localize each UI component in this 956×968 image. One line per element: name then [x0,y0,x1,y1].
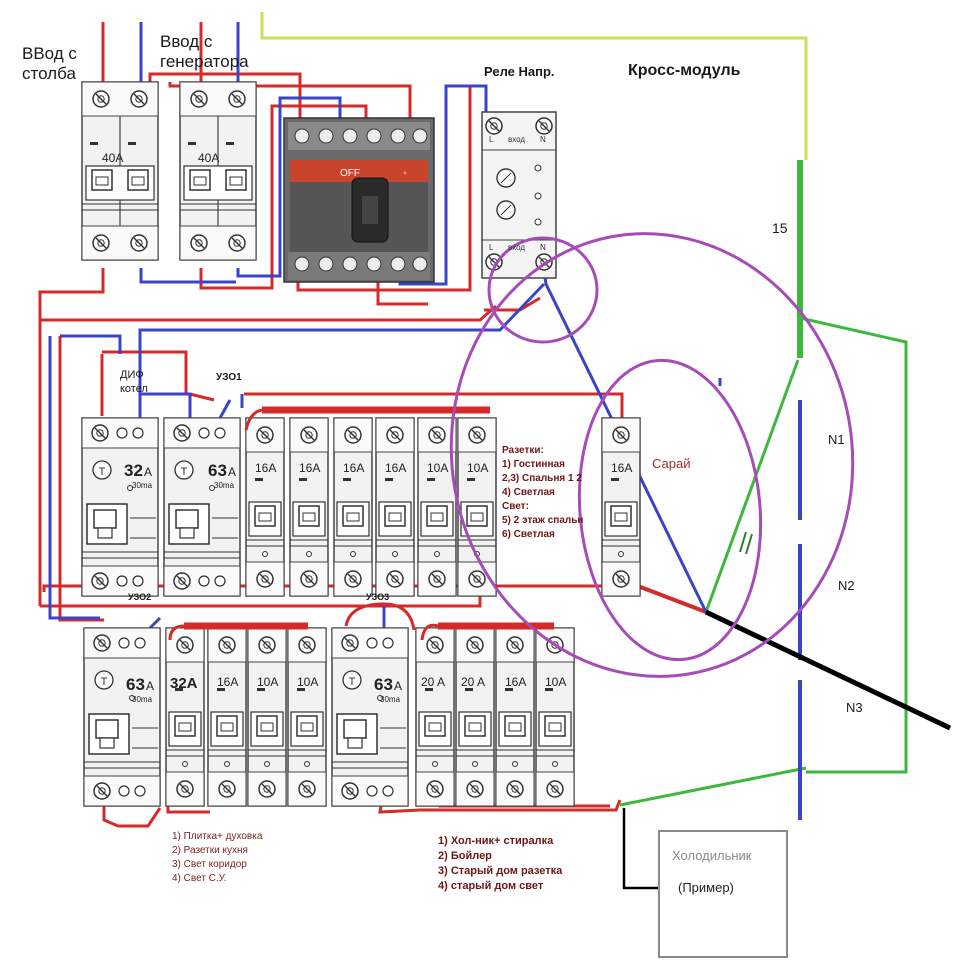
relay-bot-l: L [489,243,494,252]
rating-input-gen: 40A [198,151,219,165]
changeover-switch: OFF ◦ [283,117,435,283]
rcd-uzo2-unit: A [146,679,154,693]
mcb-row1-4 [376,418,414,596]
relay-top-n: N [540,135,546,144]
black-fridge-wire [622,808,658,890]
mcb-row2a-1-rating: 32A [170,675,198,692]
shed-label: Сарай [652,456,691,471]
mcb-row1-5-rating: 10A [427,461,448,475]
rcd-boiler-rating: 32 [124,461,143,480]
mcb-row2b-3-rating: 16A [505,675,526,689]
green-wires [619,160,908,807]
uzo3-label: УЗО3 [366,592,390,602]
rcd-uzo3-ma: 30ma [380,695,401,704]
input-breaker-pole [82,82,158,260]
mcb-row2b-1-rating: 20 A [421,675,445,689]
rating-input-pole: 40A [102,151,123,165]
input-pole-label: ВВод с столба [22,44,77,83]
rcd-uzo3 [332,628,408,806]
mcb-row1-1-rating: 16A [255,461,276,475]
mcb-row1-1 [246,418,284,596]
fridge-note: (Пример) [678,880,734,895]
uzo2-label: УЗО2 [128,592,152,602]
rcd-uzo2-ma: 30ma [132,695,153,704]
row2-notes-right: 1) Хол-ник+ стиралка 2) Бойлер 3) Старый… [438,835,563,892]
black-wire [704,609,952,731]
input-breaker-generator [180,82,256,260]
mcb-row2a-1 [166,628,204,806]
wire-number-15: 15 [772,220,788,236]
mcb-row1-2-rating: 16A [299,461,320,475]
mcb-row1-6 [458,418,496,596]
voltage-relay [481,111,557,279]
rcd-uzo3-rating: 63 [374,675,393,694]
relay-bot-mid: вход [508,243,525,252]
rcd-uzo2-rating: 63 [126,675,145,694]
n1-label: N1 [828,432,845,447]
mcb-row1-2 [290,418,328,596]
uzo1-label: УЗО1 [216,372,242,383]
n3-label: N3 [846,700,863,715]
rcd-uzo1-ma: 30ma [214,481,235,490]
mcb-row2a-3 [248,628,286,806]
fridge-box: Холодильник (Пример) [658,830,788,958]
n2-label: N2 [838,578,855,593]
relay-top-mid: вход [508,135,525,144]
annotation-circles [449,232,855,678]
row1-notes: Разетки: 1) Гостинная 2,3) Спальня 1 2 4… [502,445,584,540]
rcd-boiler-ma: 30ma [132,481,153,490]
wire-marker [739,531,753,555]
mcb-row2b-3 [496,628,534,806]
fridge-title: Холодильник [672,848,752,863]
row2-notes-left: 1) Плитка+ духовка 2) Разетки кухня 3) С… [172,831,263,884]
rcd-uzo3-unit: A [394,679,402,693]
mcb-row2a-4 [288,628,326,806]
rcd-uzo1-rating: 63 [208,461,227,480]
mcb-row1-3-rating: 16A [343,461,364,475]
dif-boiler-label: ДИФ котел [120,369,148,395]
mcb-row2b-2-rating: 20 A [461,675,485,689]
mcb-row2b-2 [456,628,494,806]
switch-off-label: OFF [340,168,360,179]
mcb-row1-4-rating: 16A [385,461,406,475]
mcb-row2a-2-rating: 16A [217,675,238,689]
mcb-row2b-4-rating: 10A [545,675,566,689]
svg-text:◦: ◦ [403,168,407,179]
input-generator-label: Ввод с генератора [160,32,249,71]
mcb-row2b-4 [536,628,574,806]
mcb-row2a-3-rating: 10A [257,675,278,689]
mcb-shed [602,418,640,596]
cross-module-label: Кросс-модуль [628,62,741,79]
mcb-row2a-4-rating: 10A [297,675,318,689]
mcb-row1-3 [334,418,372,596]
rcd-uzo2 [84,628,160,806]
mcb-row2a-2 [208,628,246,806]
lime-wire [260,12,808,160]
mcb-row1-6-rating: 10A [467,461,488,475]
relay-label: Реле Напр. [484,64,555,79]
rcd-boiler-unit: A [144,465,152,479]
mcb-row2b-1 [416,628,454,806]
blue-wires [48,22,802,820]
relay-bot-n: N [540,243,546,252]
rcd-uzo1 [164,418,240,596]
relay-top-l: L [489,135,494,144]
rcd-boiler [82,418,158,596]
rcd-uzo1-unit: A [228,465,236,479]
mcb-shed-rating: 16A [611,461,632,475]
